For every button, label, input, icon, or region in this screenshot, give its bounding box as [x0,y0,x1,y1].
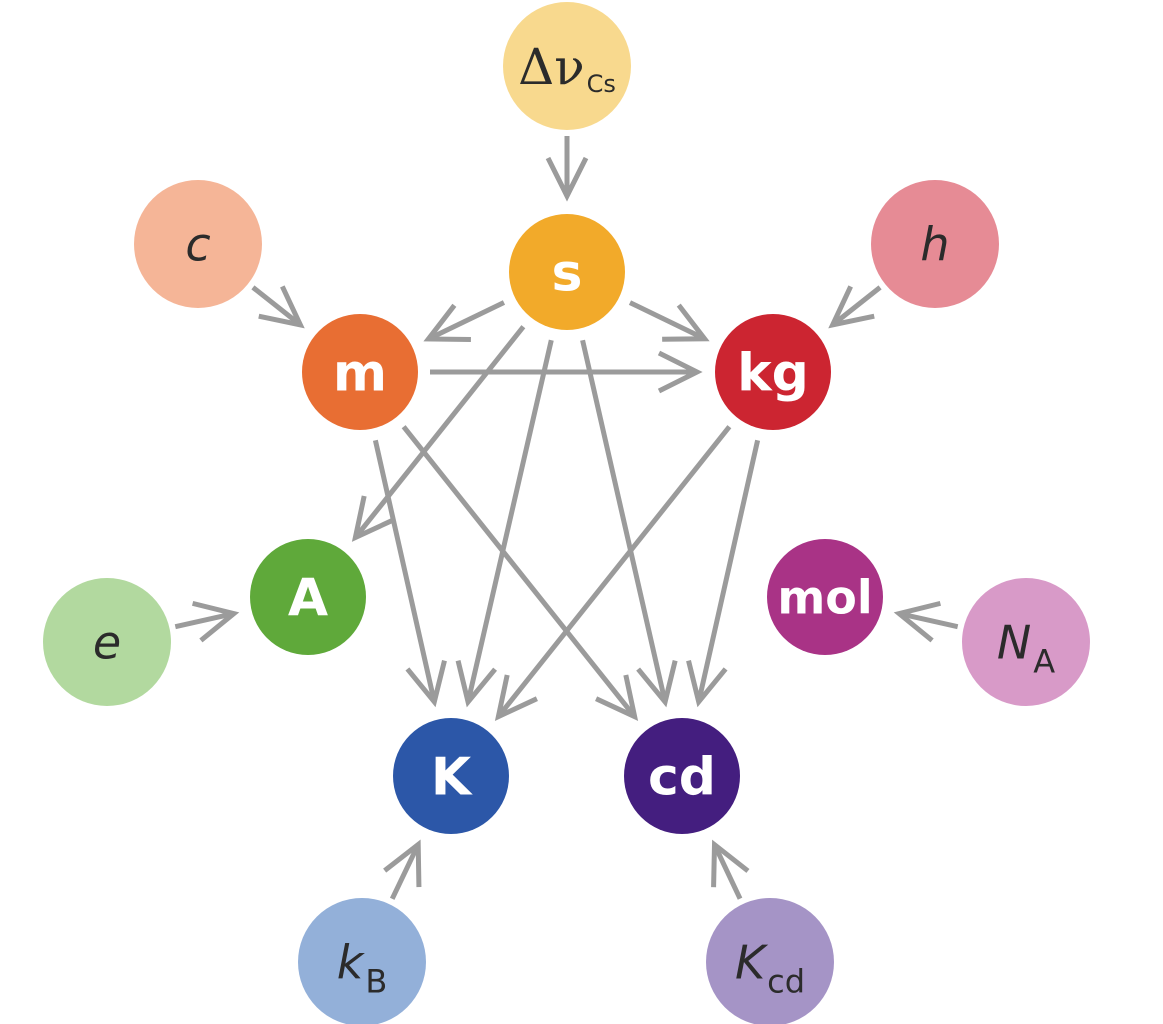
arrowhead [383,839,422,888]
arrowhead [686,660,728,708]
arrowhead [423,303,471,343]
arrowhead [657,350,703,394]
unit-node-m: m [302,314,418,430]
constant-node-NA: NA [962,578,1090,706]
unit-node-s: s [509,214,625,330]
constant-circle [503,2,631,130]
constant-circle [871,180,999,308]
constant-circle [962,578,1090,706]
arrow-s-to-K [455,339,554,708]
constant-symbol-main: K [735,936,769,990]
constant-symbol-main: N [997,616,1031,670]
arrowhead [258,285,305,329]
constant-symbol-main: h [920,218,949,272]
constant-node-h: h [871,180,999,308]
constant-node-e: e [43,578,171,706]
unit-circle [302,314,418,430]
constant-symbol: kB [337,936,388,1001]
constant-symbol: NA [997,616,1055,681]
arrowhead [351,495,395,542]
arrowhead [828,285,875,329]
unit-circle [509,214,625,330]
arrow-dnu-to-s [545,136,589,202]
constant-circle [43,578,171,706]
arrow-m-to-K [372,439,447,708]
unit-label: K [431,748,473,808]
constant-symbol-main: e [93,616,121,670]
arrow-s-to-kg [628,300,710,342]
unit-label: s [552,244,583,304]
edges-layer [174,136,959,900]
unit-circle [250,539,366,655]
arrowhead [545,156,589,202]
constant-subscript: A [1033,643,1055,681]
unit-circle [715,314,831,430]
arrow-h-to-kg [828,285,882,329]
arrowhead [595,674,639,721]
unit-label: mol [777,571,872,625]
constant-symbol: Kcd [735,936,805,1001]
arrow-NA-to-mol [893,600,959,643]
arrow-kB-to-K [383,839,422,900]
constant-node-Kcd: Kcd [706,898,834,1024]
unit-circle [393,718,509,834]
constant-node-dnu: ΔνCs [503,2,631,130]
unit-label: kg [737,344,809,404]
constant-circle [134,180,262,308]
constant-symbol: c [185,218,210,272]
arrowhead [662,303,710,342]
constant-subscript: B [365,963,387,1001]
arrowhead [711,839,750,888]
unit-node-K: K [393,718,509,834]
arrow-kg-to-K [494,425,732,721]
constant-symbol: ΔνCs [518,38,616,98]
unit-label: cd [648,748,716,808]
constant-node-c: c [134,180,262,308]
constant-subscript: cd [767,963,805,1001]
unit-node-kg: kg [715,314,831,430]
constant-subscript: Cs [587,70,616,98]
constant-circle [706,898,834,1024]
constant-symbol-main: Δν [518,38,585,96]
arrow-s-to-m [423,300,506,343]
arrow-e-to-A [174,600,240,643]
unit-node-mol: mol [767,539,883,655]
arrow-kg-to-cd [686,439,761,708]
unit-label: A [288,569,328,629]
arrowhead [636,660,678,708]
constant-circle [298,898,426,1024]
constant-symbol: e [93,616,121,670]
arrowhead [192,600,240,643]
arrow-m-to-kg [430,350,703,394]
unit-node-cd: cd [624,718,740,834]
arrow-s-to-A [351,325,526,542]
constant-symbol-main: c [185,218,210,272]
arrowhead [455,660,498,708]
unit-circle [767,539,883,655]
arrow-Kcd-to-cd [711,839,750,900]
constant-node-kB: kB [298,898,426,1024]
constant-symbol-main: k [337,936,366,990]
arrow-m-to-cd [401,425,639,721]
arrowhead [405,660,447,708]
unit-circle [624,718,740,834]
arrow-s-to-cd [580,339,678,708]
arrow-c-to-m [251,285,305,329]
unit-node-A: A [250,539,366,655]
constant-symbol: h [920,218,949,272]
arrowhead [494,674,538,721]
arrowhead [893,600,941,643]
unit-label: m [333,344,387,404]
